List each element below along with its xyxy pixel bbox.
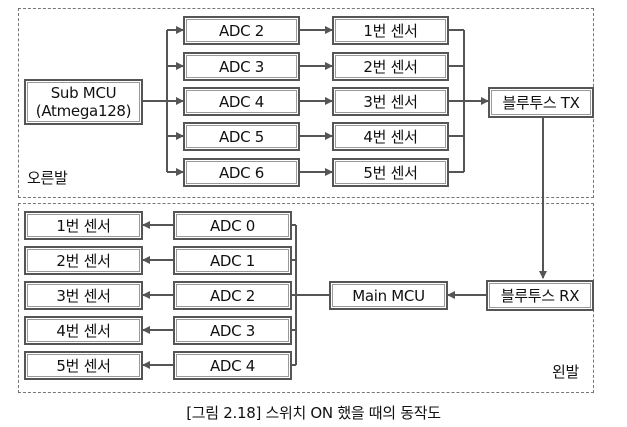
right-adc-box: ADC 4 [183, 87, 300, 116]
right-adc-box: ADC 3 [183, 52, 300, 81]
left-sensor-label: 3번 센서 [56, 286, 111, 305]
left-adc-box: ADC 2 [173, 281, 292, 310]
left-adc-box: ADC 3 [173, 316, 292, 345]
left-sensor-box: 5번 센서 [24, 351, 143, 380]
left-adc-label: ADC 0 [209, 216, 256, 235]
right-sensor-box: 1번 센서 [332, 16, 449, 45]
right-adc-label: ADC 3 [218, 57, 265, 76]
bluetooth-rx-box: 블루투스 RX [486, 280, 594, 311]
left-sensor-label: 4번 센서 [56, 321, 111, 340]
left-adc-box: ADC 1 [173, 246, 292, 275]
bluetooth-tx-label: 블루투스 TX [502, 93, 580, 112]
right-adc-label: ADC 6 [218, 163, 265, 182]
left-sensor-label: 1번 센서 [56, 216, 111, 235]
bluetooth-rx-label: 블루투스 RX [500, 286, 580, 305]
right-adc-box: ADC 6 [183, 158, 300, 187]
left-sensor-label: 5번 센서 [56, 356, 111, 375]
right-adc-label: ADC 2 [218, 21, 265, 40]
left-adc-label: ADC 1 [209, 251, 256, 270]
left-sensor-box: 4번 센서 [24, 316, 143, 345]
right-sensor-box: 2번 센서 [332, 52, 449, 81]
left-sensor-label: 2번 센서 [56, 251, 111, 270]
left-sensor-box: 3번 센서 [24, 281, 143, 310]
sub-mcu-name: Sub MCU [50, 84, 117, 102]
bluetooth-tx-box: 블루투스 TX [488, 87, 594, 118]
right-adc-label: ADC 4 [218, 92, 265, 111]
main-mcu-label: Main MCU [352, 286, 425, 305]
right-adc-box: ADC 5 [183, 122, 300, 151]
right-sensor-box: 4번 센서 [332, 122, 449, 151]
left-adc-label: ADC 3 [209, 321, 256, 340]
left-adc-box: ADC 0 [173, 211, 292, 240]
left-foot-label: 왼발 [552, 363, 580, 381]
figure-caption: [그림 2.18] 스위치 ON 했을 때의 동작도 [186, 404, 441, 422]
sub-mcu-box: Sub MCU (Atmega128) [24, 79, 143, 125]
left-adc-label: ADC 4 [209, 356, 256, 375]
right-sensor-label: 2번 센서 [363, 57, 418, 76]
left-adc-label: ADC 2 [209, 286, 256, 305]
left-adc-box: ADC 4 [173, 351, 292, 380]
right-sensor-label: 3번 센서 [363, 92, 418, 111]
right-adc-box: ADC 2 [183, 16, 300, 45]
right-foot-label: 오른발 [27, 169, 68, 187]
left-sensor-box: 2번 센서 [24, 246, 143, 275]
sub-mcu-chip: (Atmega128) [35, 102, 132, 120]
right-adc-label: ADC 5 [218, 127, 265, 146]
right-sensor-label: 5번 센서 [363, 163, 418, 182]
right-sensor-label: 4번 센서 [363, 127, 418, 146]
right-sensor-box: 3번 센서 [332, 87, 449, 116]
right-sensor-label: 1번 센서 [363, 21, 418, 40]
right-sensor-box: 5번 센서 [332, 158, 449, 187]
left-sensor-box: 1번 센서 [24, 211, 143, 240]
main-mcu-box: Main MCU [329, 281, 448, 310]
